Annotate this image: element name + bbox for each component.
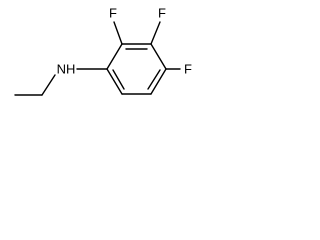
ring-double-bond-c4-c5: [147, 69, 161, 90]
ring-bond-c6-c1: [106, 68, 123, 95]
molecule-structure: F F F NH: [14, 6, 192, 96]
ring-double-bond-c6-c1: [112, 69, 125, 90]
fluorine-label-top-right: F: [158, 6, 166, 21]
bond-nitrogen-ch2: [41, 74, 56, 96]
ring-bond-c4-c5: [150, 68, 167, 95]
fluorine-label-right: F: [184, 62, 192, 77]
bond-c3-fluorine: [150, 21, 161, 45]
fluorine-label-top-left: F: [109, 6, 117, 21]
amine-nh-label: NH: [57, 62, 76, 77]
bond-c2-fluorine: [113, 21, 123, 45]
ring-bond-c1-c2: [106, 43, 123, 70]
ring-bond-c3-c4: [150, 43, 167, 70]
